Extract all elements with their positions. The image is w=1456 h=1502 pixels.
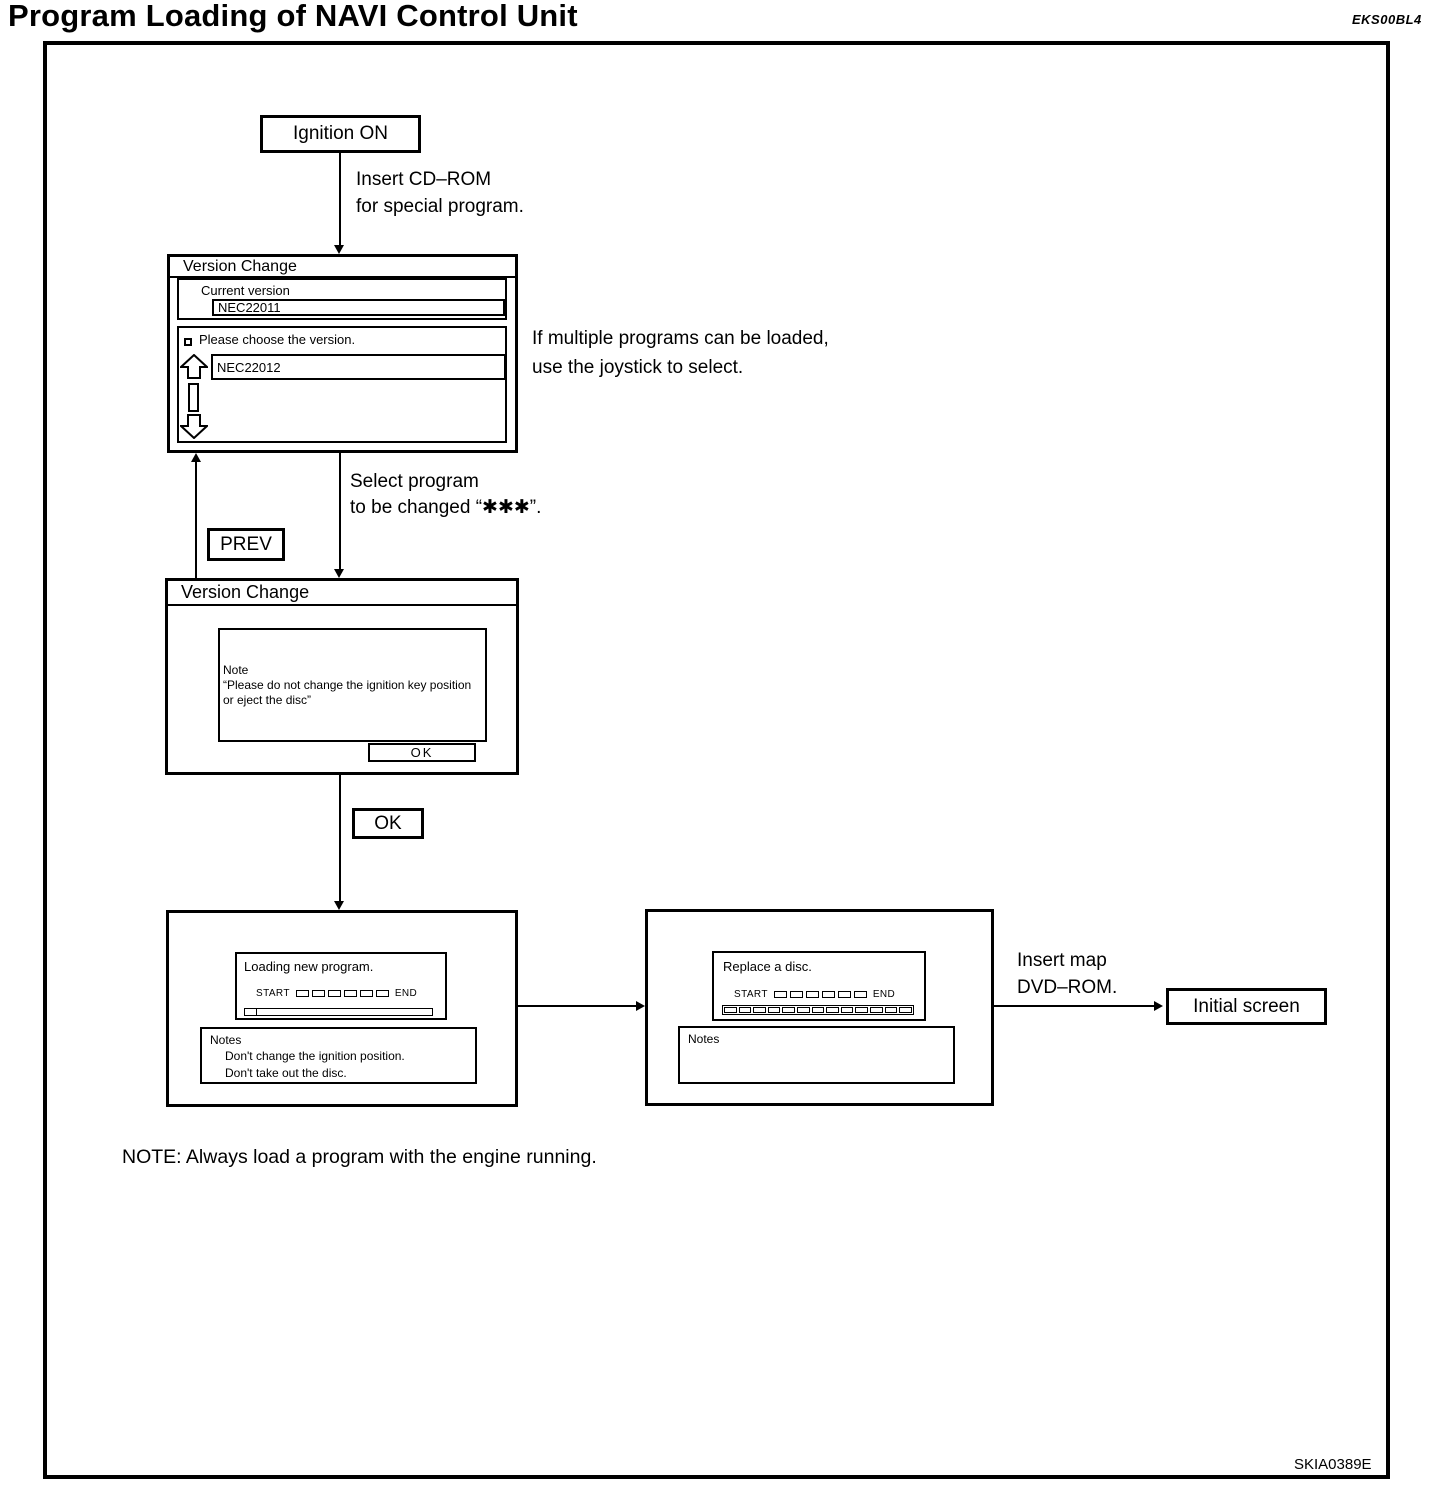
- replace-panel: Replace a disc. START END: [712, 951, 926, 1021]
- flow-node-ok: OK: [352, 808, 424, 839]
- replace-notes-panel: Notes: [678, 1026, 955, 1084]
- arrowhead-down-icon: [334, 901, 344, 910]
- bullet-square-icon: [184, 338, 192, 346]
- progress-scale: START END: [256, 988, 417, 999]
- choose-version-panel: Please choose the version. NEC22012: [177, 326, 507, 443]
- screen1-title: Version Change: [170, 257, 515, 278]
- choose-version-label: Please choose the version.: [199, 332, 356, 347]
- notes-line: Don't change the ignition position.: [225, 1049, 405, 1063]
- progress-scale: START END: [734, 989, 895, 1000]
- dialog-ok-button: OK: [368, 743, 476, 762]
- progress-tick-cells: [773, 991, 867, 998]
- notes-title: Notes: [210, 1033, 242, 1047]
- arrow-line-down-3: [339, 775, 341, 902]
- scroll-down-icon: [178, 414, 210, 440]
- current-version-field: NEC22011: [212, 299, 505, 316]
- arrowhead-down-icon: [334, 245, 344, 254]
- arrow-line-right-1: [518, 1005, 638, 1007]
- start-label: START: [256, 988, 290, 999]
- scrollbar-track: [188, 383, 199, 412]
- progress-bar: [244, 1008, 433, 1016]
- screen-version-note: Version Change Note “Please do not chang…: [165, 578, 519, 775]
- progress-bar-full: [722, 1005, 914, 1015]
- screen2-title: Version Change: [168, 581, 516, 606]
- version-option-field: NEC22012: [211, 354, 506, 380]
- arrowhead-up-icon: [191, 453, 201, 462]
- end-label: END: [872, 989, 896, 1000]
- progress-bar-fill: [245, 1009, 257, 1015]
- diagram-frame: [43, 41, 1390, 1479]
- annotation-insert-map: Insert map DVD–ROM.: [1017, 950, 1118, 998]
- doc-code: EKS00BL4: [1352, 12, 1422, 27]
- end-label: END: [394, 988, 418, 999]
- loading-message: Loading new program.: [244, 959, 374, 974]
- arrowhead-right-icon: [636, 1001, 645, 1011]
- figure-code: SKIA0389E: [1294, 1456, 1372, 1473]
- current-version-panel: Current version NEC22011: [177, 278, 507, 320]
- arrowhead-down-icon: [334, 569, 344, 578]
- note-dialog-text: Note “Please do not change the ignition …: [223, 663, 472, 707]
- loading-panel: Loading new program. START END: [235, 952, 447, 1020]
- arrow-line-down-2: [339, 453, 341, 569]
- annotation-select-program: Select program to be changed “✱✱✱”.: [350, 471, 542, 518]
- screen-loading: Loading new program. START END Notes Don…: [166, 910, 518, 1107]
- flow-node-ignition-on: Ignition ON: [260, 115, 421, 153]
- notes-title: Notes: [688, 1032, 720, 1046]
- current-version-label: Current version: [201, 283, 290, 298]
- arrow-line-right-2: [994, 1005, 1156, 1007]
- replace-message: Replace a disc.: [723, 959, 812, 974]
- scroll-up-icon: [178, 353, 210, 379]
- note-dialog: Note “Please do not change the ignition …: [218, 628, 487, 742]
- screen-replace-disc: Replace a disc. START END Notes: [645, 909, 994, 1106]
- annotation-multiple-programs: If multiple programs can be loaded, use …: [532, 328, 829, 378]
- screen-version-select: Version Change Current version NEC22011 …: [167, 254, 518, 453]
- arrowhead-right-icon: [1154, 1001, 1163, 1011]
- engine-running-note: NOTE: Always load a program with the eng…: [122, 1146, 597, 1168]
- arrow-line-down-1: [339, 153, 341, 247]
- arrow-line-up-prev: [195, 461, 197, 578]
- loading-notes-panel: Notes Don't change the ignition position…: [200, 1027, 477, 1084]
- notes-line: Don't take out the disc.: [225, 1066, 347, 1080]
- page-title: Program Loading of NAVI Control Unit: [8, 0, 578, 33]
- start-label: START: [734, 989, 768, 1000]
- flow-node-initial-screen: Initial screen: [1166, 988, 1327, 1025]
- progress-tick-cells: [295, 990, 389, 997]
- annotation-insert-cd: Insert CD–ROM for special program.: [356, 169, 524, 217]
- flow-node-prev: PREV: [207, 528, 285, 561]
